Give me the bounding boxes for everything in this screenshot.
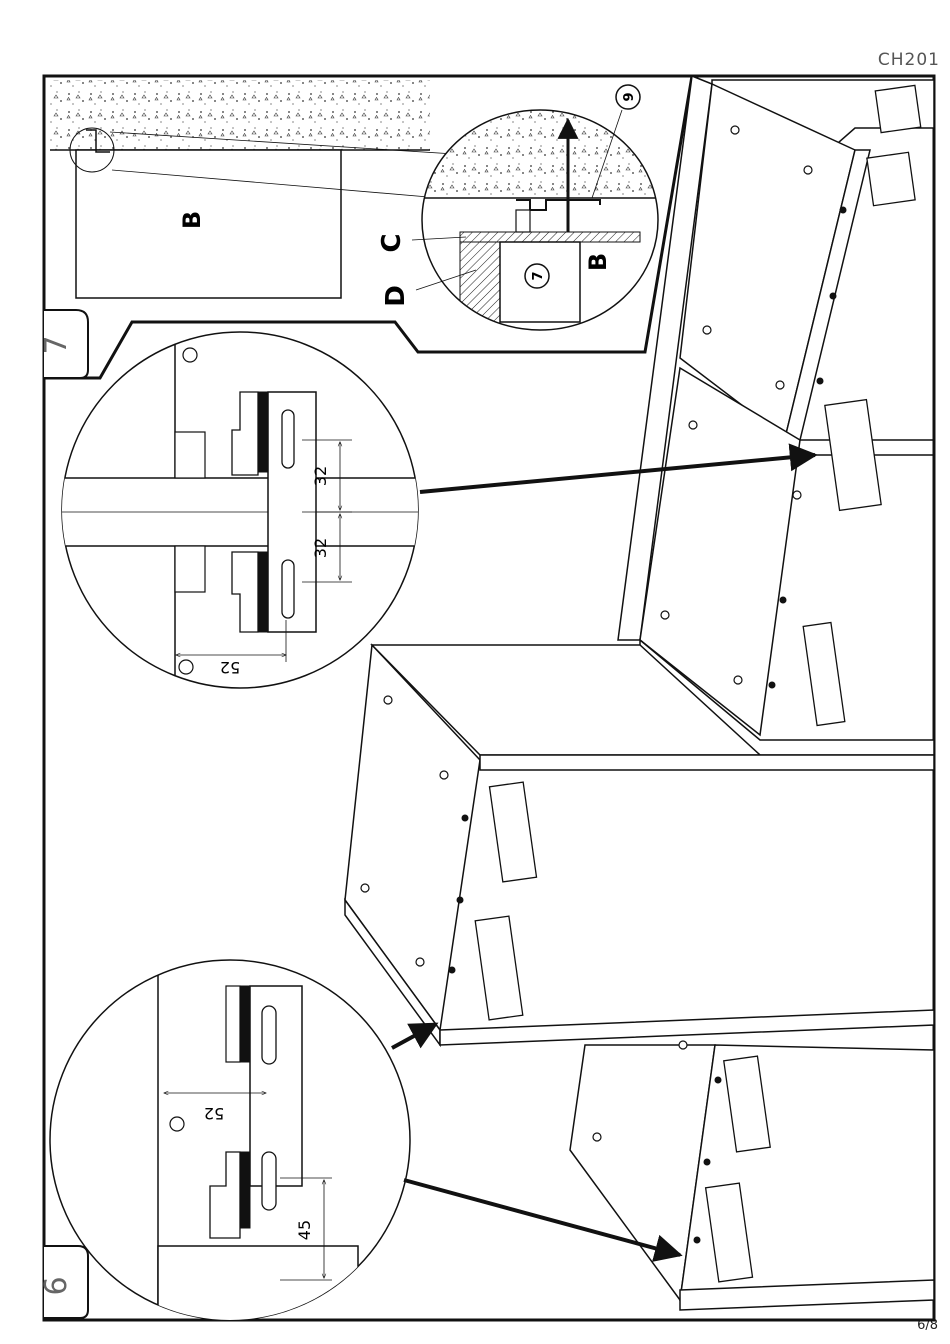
dimension-spacing-upper: 32 <box>311 466 330 486</box>
dimension-spacing-lower: 32 <box>311 538 330 558</box>
dimension-height-lower-detail: 45 <box>295 1220 314 1240</box>
dimension-offset-upper-detail: 52 <box>220 658 240 677</box>
upper-detail-circle: 32 32 52 <box>60 330 420 690</box>
callout-nine-label: 9 <box>622 92 637 101</box>
part-c-label: C <box>377 233 407 252</box>
step-7-inset: B 7 B 9 C D <box>44 76 700 378</box>
part-d-label: D <box>381 285 411 307</box>
part-b-label: B <box>178 211 206 229</box>
step-6-tab: 6 <box>39 1246 88 1318</box>
step-7-number: 7 <box>39 335 74 354</box>
part-b-detail-label: B <box>584 253 612 271</box>
step-6-number: 6 <box>39 1276 74 1295</box>
lower-detail-circle: 52 45 <box>50 960 410 1326</box>
middle-cabinet <box>345 645 934 1045</box>
step-7-tab: 7 <box>39 310 88 378</box>
dimension-offset-lower-detail: 52 <box>204 1104 224 1123</box>
arrow-to-middle-bracket <box>392 1024 436 1048</box>
callout-seven-label: 7 <box>531 271 546 280</box>
part-b-panel <box>76 150 341 298</box>
